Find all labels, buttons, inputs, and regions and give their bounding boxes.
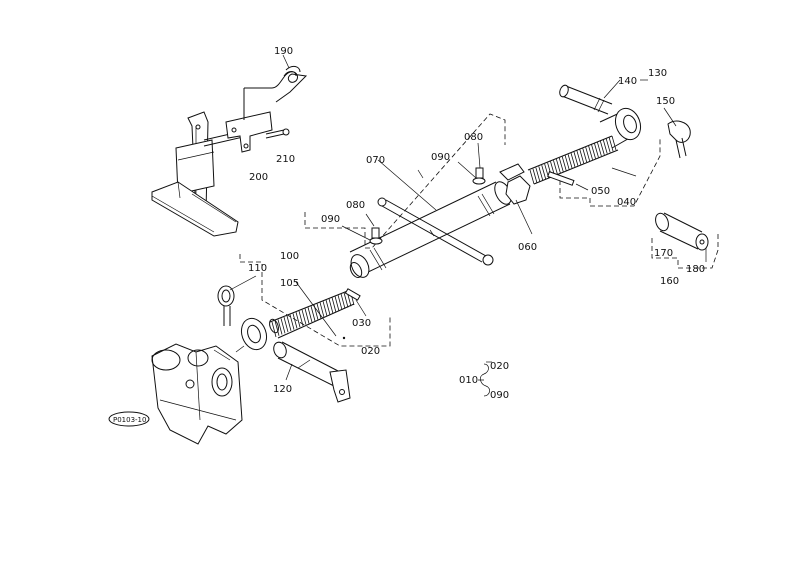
hitch-bracket	[151, 343, 245, 445]
thread-line-left	[325, 299, 331, 315]
thread-line-left	[322, 300, 328, 317]
label-080-left: 080	[346, 200, 365, 211]
thread-line-right	[567, 154, 573, 169]
thread-line-left	[289, 314, 295, 330]
part-labels: 190 210 200 070 080 090 080 090 060 050 …	[248, 46, 705, 395]
group-outlines	[239, 113, 719, 347]
label-150: 150	[656, 96, 675, 107]
thread-line-left	[286, 315, 292, 331]
thread-line-right	[582, 148, 588, 163]
thread-line-right	[538, 166, 544, 181]
thread-line-right	[594, 143, 599, 158]
thread-line-right	[541, 165, 547, 180]
thread-line-right	[553, 160, 558, 175]
grease-fittings	[341, 142, 486, 245]
right-threaded-rod	[499, 107, 642, 235]
label-080-top: 080	[464, 132, 483, 143]
label-060: 060	[518, 242, 537, 253]
pin-upper-right	[559, 79, 691, 159]
thread-line-left	[301, 309, 307, 325]
pin-lower-left	[273, 341, 351, 403]
label-180: 180	[686, 264, 705, 275]
bracket-assembly	[151, 54, 308, 237]
label-090-left: 090	[321, 214, 340, 225]
thread-line-left	[316, 303, 322, 319]
thread-line-right	[570, 152, 576, 168]
thread-line-right	[564, 155, 570, 170]
thread-line-left	[307, 307, 313, 323]
label-040: 040	[617, 197, 636, 208]
label-190: 190	[274, 46, 293, 57]
thread-line-left	[319, 302, 325, 318]
thread-line-right	[591, 144, 596, 159]
thread-line-right	[532, 168, 538, 183]
label-110: 110	[248, 263, 267, 274]
label-210: 210	[276, 154, 295, 165]
thread-line-right	[588, 145, 593, 160]
label-105: 105	[280, 278, 299, 289]
label-030: 030	[352, 318, 371, 329]
lynch-pin-left	[217, 275, 257, 326]
thread-line-right	[576, 150, 582, 165]
label-100: 100	[280, 251, 299, 262]
legend-main: 010	[459, 375, 478, 386]
thread-line-right	[555, 158, 561, 174]
thread-line-left	[340, 293, 346, 309]
figure-reference: P0103-10	[108, 411, 150, 427]
thread-line-left	[328, 298, 334, 314]
label-130: 130	[648, 68, 667, 79]
thread-line-right	[529, 169, 535, 185]
label-160: 160	[660, 276, 679, 287]
thread-line-right	[579, 149, 585, 164]
thread-line-right	[599, 140, 605, 155]
thread-line-left	[343, 292, 349, 308]
thread-line-left	[304, 308, 310, 324]
thread-line-left	[277, 319, 283, 335]
label-140: 140	[618, 76, 637, 87]
thread-line-left	[310, 305, 316, 322]
thread-line-left	[283, 316, 289, 333]
thread-line-left	[295, 312, 301, 328]
thread-line-left	[298, 310, 304, 327]
left-threaded-rod	[240, 281, 367, 351]
thread-line-left	[292, 313, 298, 329]
label-070: 070	[366, 155, 385, 166]
pin-right-middle	[655, 212, 709, 262]
thread-line-right	[535, 167, 541, 182]
thread-line-left	[274, 320, 280, 336]
thread-line-right	[573, 151, 579, 166]
legend-group: 010 020 090	[459, 361, 509, 401]
label-200: 200	[249, 172, 268, 183]
thread-line-left	[271, 321, 277, 338]
thread-line-right	[611, 135, 617, 151]
label-090-top: 090	[431, 152, 450, 163]
thread-line-left	[331, 297, 337, 313]
label-170: 170	[654, 248, 673, 259]
thread-line-right	[608, 137, 614, 152]
thread-line-right	[585, 146, 591, 162]
thread-line-right	[602, 139, 608, 154]
label-050: 050	[591, 186, 610, 197]
label-020: 020	[361, 346, 380, 357]
thread-line-left	[334, 296, 340, 312]
thread-line-right	[605, 138, 611, 153]
thread-line-right	[558, 157, 564, 172]
legend-sub2: 090	[490, 390, 509, 401]
main-tube	[349, 159, 512, 279]
thread-line-left	[337, 294, 343, 311]
thread-line-right	[596, 141, 602, 157]
thread-line-right	[561, 156, 567, 171]
label-120: 120	[273, 384, 292, 395]
legend-sub1: 020	[490, 361, 509, 372]
thread-line-left	[280, 318, 286, 334]
figure-ref-label: P0103-10	[113, 416, 146, 424]
